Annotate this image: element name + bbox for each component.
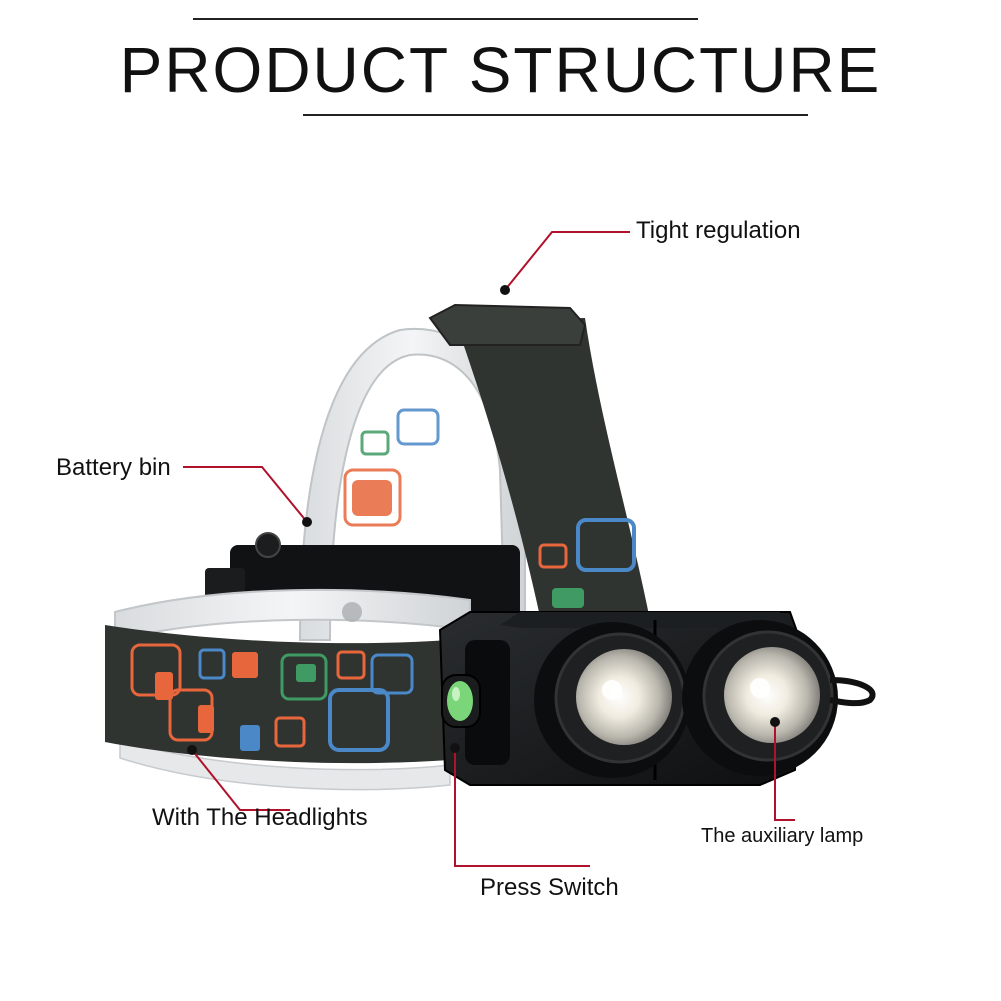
band-pattern [342, 408, 440, 622]
label-with-headlights: With The Headlights [152, 804, 368, 831]
leader-with-headlights [191, 749, 290, 811]
page-title: PRODUCT STRUCTURE [119, 34, 882, 106]
dot-auxiliary-lamp [770, 717, 780, 727]
clear-top-band [298, 327, 526, 641]
auxiliary-lens [682, 620, 876, 776]
dot-tight-regulation [500, 285, 510, 295]
press-switch [441, 674, 481, 728]
label-tight-regulation: Tight regulation [636, 217, 801, 244]
title-rule-bottom [303, 114, 808, 116]
label-press-switch: Press Switch [480, 874, 619, 901]
main-lens [534, 622, 690, 778]
label-auxiliary-lamp: The auxiliary lamp [701, 825, 864, 847]
leader-lines [183, 231, 795, 867]
leader-auxiliary-lamp [774, 722, 795, 821]
leader-dots [187, 285, 780, 755]
dot-press-switch [450, 743, 460, 753]
leader-tight-regulation [504, 231, 630, 291]
leader-battery-bin [183, 466, 308, 523]
top-strap [428, 303, 650, 640]
side-strap [105, 625, 450, 764]
label-battery-bin: Battery bin [56, 454, 171, 481]
dot-with-headlights [187, 745, 197, 755]
title-rule-top [193, 18, 698, 20]
leader-press-switch [454, 748, 590, 867]
dot-battery-bin [302, 517, 312, 527]
